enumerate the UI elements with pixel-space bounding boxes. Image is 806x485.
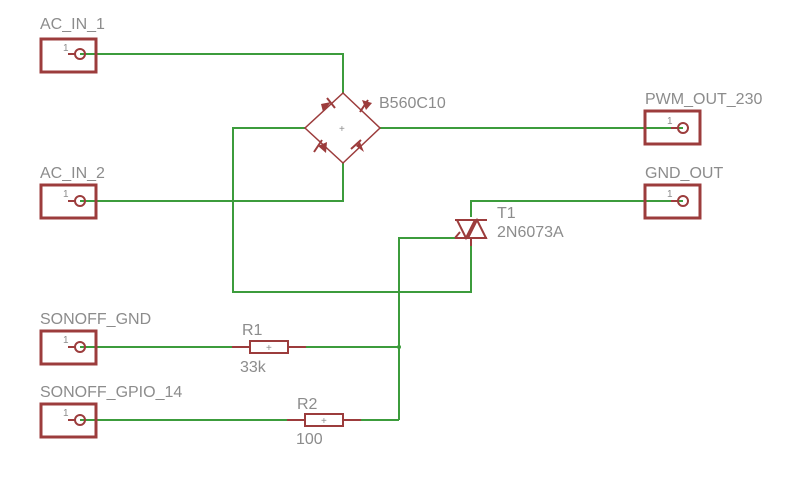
triac-gate-lead [454,231,461,239]
resistor-plus-sign: + [321,416,327,427]
diode-icon [321,97,336,112]
wire-bridge-minus-loop [232,127,472,293]
triac-diode-down-icon [455,219,477,241]
pin-terminal-icon [74,341,86,353]
connector-ac-in-2[interactable]: AC_IN_2 1 [39,165,105,220]
pin-number: 1 [63,408,69,419]
pin-number: 1 [63,43,69,54]
bridge-label: B560C10 [379,95,446,112]
connector-body [39,183,98,220]
resistor-r2[interactable]: + R2 100 [287,396,361,448]
pin-terminal-icon [677,195,689,207]
pin-terminal-icon [74,414,86,426]
connector-label: PWM_OUT_230 [645,91,762,108]
bridge-rectifier[interactable]: + B560C10 [303,91,446,165]
connector-pwm-out-230[interactable]: PWM_OUT_230 1 [643,91,762,146]
connector-label: SONOFF_GPIO_14 [40,384,182,401]
connector-body [39,402,98,439]
triac-value: 2N6073A [497,224,564,241]
pin-number: 1 [63,335,69,346]
resistor-plus-sign: + [266,343,272,354]
pin-terminal-icon [74,195,86,207]
connector-body [39,37,98,74]
connector-label: SONOFF_GND [40,311,151,328]
pin-number: 1 [667,116,673,127]
connector-label: AC_IN_1 [40,16,105,33]
bridge-plus-sign: + [339,124,345,135]
resistor-label: R2 [297,396,318,413]
connector-ac-in-1[interactable]: AC_IN_1 1 [39,16,105,74]
diode-icon [350,139,364,152]
bridge-outline [303,91,382,165]
junction-dot [397,345,401,349]
triac[interactable]: T1 2N6073A [454,205,564,246]
connector-body [643,109,702,146]
pin-terminal-icon [74,48,86,60]
pin-terminal-icon [677,122,689,134]
connector-gnd-out[interactable]: GND_OUT 1 [643,165,723,220]
connector-label: AC_IN_2 [40,165,105,182]
connector-body [39,329,98,366]
wire-ac-in-2 [80,163,344,202]
wire-ac-in-1 [80,53,344,93]
connector-sonoff-gpio-14[interactable]: SONOFF_GPIO_14 1 [39,384,182,439]
diode-icon [313,139,327,153]
connector-body [643,183,702,220]
pin-number: 1 [667,189,673,200]
triac-label: T1 [497,205,516,222]
diode-icon [359,99,372,113]
resistor-value: 100 [296,431,323,448]
triac-diode-up-icon [466,217,488,239]
connector-label: GND_OUT [645,165,723,182]
resistor-r1[interactable]: + R1 33k [232,322,306,376]
resistor-value: 33k [240,359,267,376]
wire-gate [398,237,455,420]
wires [80,53,683,421]
connector-sonoff-gnd[interactable]: SONOFF_GND 1 [39,311,151,366]
pin-number: 1 [63,189,69,200]
wire-gnd-out-triac [470,200,683,217]
resistor-label: R1 [242,322,263,339]
